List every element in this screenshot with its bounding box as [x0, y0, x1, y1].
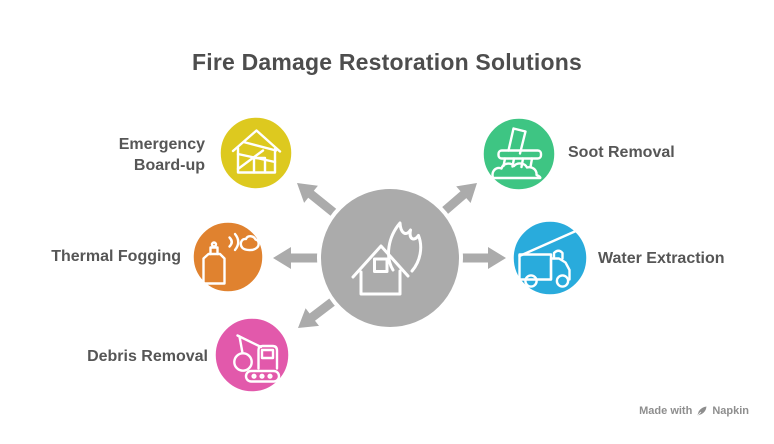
node-debris-removal — [212, 315, 292, 395]
label-emergency-board-up: Emergency Board-up — [119, 134, 205, 176]
soot-broom-icon — [491, 127, 543, 180]
label-soot-removal: Soot Removal — [568, 144, 675, 161]
node-circle-emergency-board-up — [217, 114, 295, 192]
label-line: Board-up — [133, 157, 205, 174]
label-debris-removal: Debris Removal — [87, 348, 208, 365]
node-emergency-board-up — [217, 114, 295, 192]
watermark-brand: Napkin — [712, 405, 749, 417]
fogging-sprayer-icon — [202, 232, 260, 285]
hub-node — [317, 185, 463, 331]
label-line: Emergency — [118, 136, 205, 153]
node-water-extraction — [510, 218, 590, 298]
node-thermal-fogging — [190, 219, 266, 295]
label-thermal-fogging: Thermal Fogging — [51, 248, 181, 265]
node-soot-removal — [480, 115, 558, 193]
watermark-prefix: Made with — [639, 405, 693, 417]
boarded-house-icon — [231, 129, 282, 174]
page-title: Fire Damage Restoration Solutions — [192, 49, 582, 75]
burning-house-icon — [351, 221, 423, 296]
napkin-pen-icon — [697, 406, 707, 417]
wrecking-crane-icon — [233, 334, 281, 383]
label-water-extraction: Water Extraction — [598, 250, 725, 267]
vacuum-truck-icon — [518, 229, 579, 288]
napkin-watermark: Made with Napkin — [639, 404, 749, 418]
